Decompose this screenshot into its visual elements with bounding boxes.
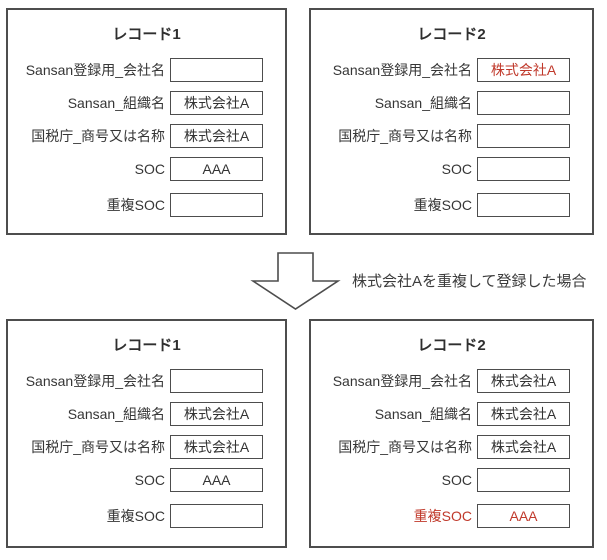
field-row: Sansan_組織名	[311, 91, 592, 115]
record2-before-card: レコード2 Sansan登録用_会社名 株式会社A Sansan_組織名 国税庁…	[309, 8, 594, 235]
field-label: Sansan登録用_会社名	[25, 373, 165, 389]
field-label: 重複SOC	[106, 508, 165, 524]
field-rows: Sansan登録用_会社名 株式会社A Sansan_組織名 株式会社A 国税庁…	[311, 369, 592, 528]
field-row: 重複SOC	[311, 193, 592, 217]
field-rows: Sansan登録用_会社名 株式会社A Sansan_組織名 国税庁_商号又は名…	[311, 58, 592, 217]
field-label: Sansan_組織名	[374, 406, 472, 422]
field-value-box	[477, 193, 570, 217]
field-value-box: 株式会社A	[170, 435, 263, 459]
field-value-box	[170, 193, 263, 217]
field-value-box: AAA	[170, 157, 263, 181]
field-row: 重複SOC AAA	[311, 504, 592, 528]
field-row: 国税庁_商号又は名称 株式会社A	[8, 124, 285, 148]
field-row: Sansan登録用_会社名	[8, 369, 285, 393]
field-value-box	[477, 91, 570, 115]
field-label: Sansan_組織名	[67, 406, 165, 422]
field-value-box	[170, 58, 263, 82]
field-row: Sansan登録用_会社名	[8, 58, 285, 82]
field-label: Sansan登録用_会社名	[25, 62, 165, 78]
field-value-box: 株式会社A	[170, 124, 263, 148]
field-row: Sansan_組織名 株式会社A	[311, 402, 592, 426]
field-value-box: AAA	[477, 504, 570, 528]
transition-caption: 株式会社Aを重複して登録した場合	[352, 273, 587, 290]
record1-after-card: レコード1 Sansan登録用_会社名 Sansan_組織名 株式会社A 国税庁…	[6, 319, 287, 548]
field-value-box	[477, 157, 570, 181]
record1-before-card: レコード1 Sansan登録用_会社名 Sansan_組織名 株式会社A 国税庁…	[6, 8, 287, 235]
field-label: 重複SOC	[106, 197, 165, 213]
field-row: SOC AAA	[8, 468, 285, 492]
down-arrow-icon	[250, 249, 342, 313]
field-row: 国税庁_商号又は名称 株式会社A	[311, 435, 592, 459]
field-label: Sansan_組織名	[67, 95, 165, 111]
field-value-box: 株式会社A	[477, 58, 570, 82]
field-value-box	[477, 468, 570, 492]
field-row: 重複SOC	[8, 193, 285, 217]
field-row: 国税庁_商号又は名称 株式会社A	[8, 435, 285, 459]
record-title: レコード2	[417, 26, 486, 43]
field-label: SOC	[134, 472, 165, 488]
field-row: Sansan_組織名 株式会社A	[8, 402, 285, 426]
field-label: 国税庁_商号又は名称	[338, 439, 472, 455]
field-label: SOC	[134, 161, 165, 177]
field-value-box: AAA	[170, 468, 263, 492]
field-value-box: 株式会社A	[477, 402, 570, 426]
field-row: SOC	[311, 157, 592, 181]
field-value-box	[170, 504, 263, 528]
field-row: Sansan登録用_会社名 株式会社A	[311, 58, 592, 82]
field-rows: Sansan登録用_会社名 Sansan_組織名 株式会社A 国税庁_商号又は名…	[8, 58, 285, 217]
record-title: レコード2	[417, 337, 486, 354]
field-value-box	[170, 369, 263, 393]
record-title: レコード1	[112, 26, 181, 43]
field-label: 国税庁_商号又は名称	[31, 128, 165, 144]
field-row: SOC AAA	[8, 157, 285, 181]
record2-after-card: レコード2 Sansan登録用_会社名 株式会社A Sansan_組織名 株式会…	[309, 319, 594, 548]
field-value-box: 株式会社A	[170, 91, 263, 115]
field-value-box: 株式会社A	[477, 435, 570, 459]
field-row: SOC	[311, 468, 592, 492]
field-label: Sansan登録用_会社名	[332, 373, 472, 389]
field-value-box	[477, 124, 570, 148]
field-label: 重複SOC	[413, 508, 472, 524]
field-row: 国税庁_商号又は名称	[311, 124, 592, 148]
field-label: 国税庁_商号又は名称	[31, 439, 165, 455]
field-row: 重複SOC	[8, 504, 285, 528]
field-rows: Sansan登録用_会社名 Sansan_組織名 株式会社A 国税庁_商号又は名…	[8, 369, 285, 528]
field-row: Sansan登録用_会社名 株式会社A	[311, 369, 592, 393]
field-label: SOC	[441, 472, 472, 488]
field-label: 国税庁_商号又は名称	[338, 128, 472, 144]
field-label: 重複SOC	[413, 197, 472, 213]
field-value-box: 株式会社A	[477, 369, 570, 393]
field-label: Sansan登録用_会社名	[332, 62, 472, 78]
field-row: Sansan_組織名 株式会社A	[8, 91, 285, 115]
field-label: Sansan_組織名	[374, 95, 472, 111]
record-title: レコード1	[112, 337, 181, 354]
field-value-box: 株式会社A	[170, 402, 263, 426]
field-label: SOC	[441, 161, 472, 177]
